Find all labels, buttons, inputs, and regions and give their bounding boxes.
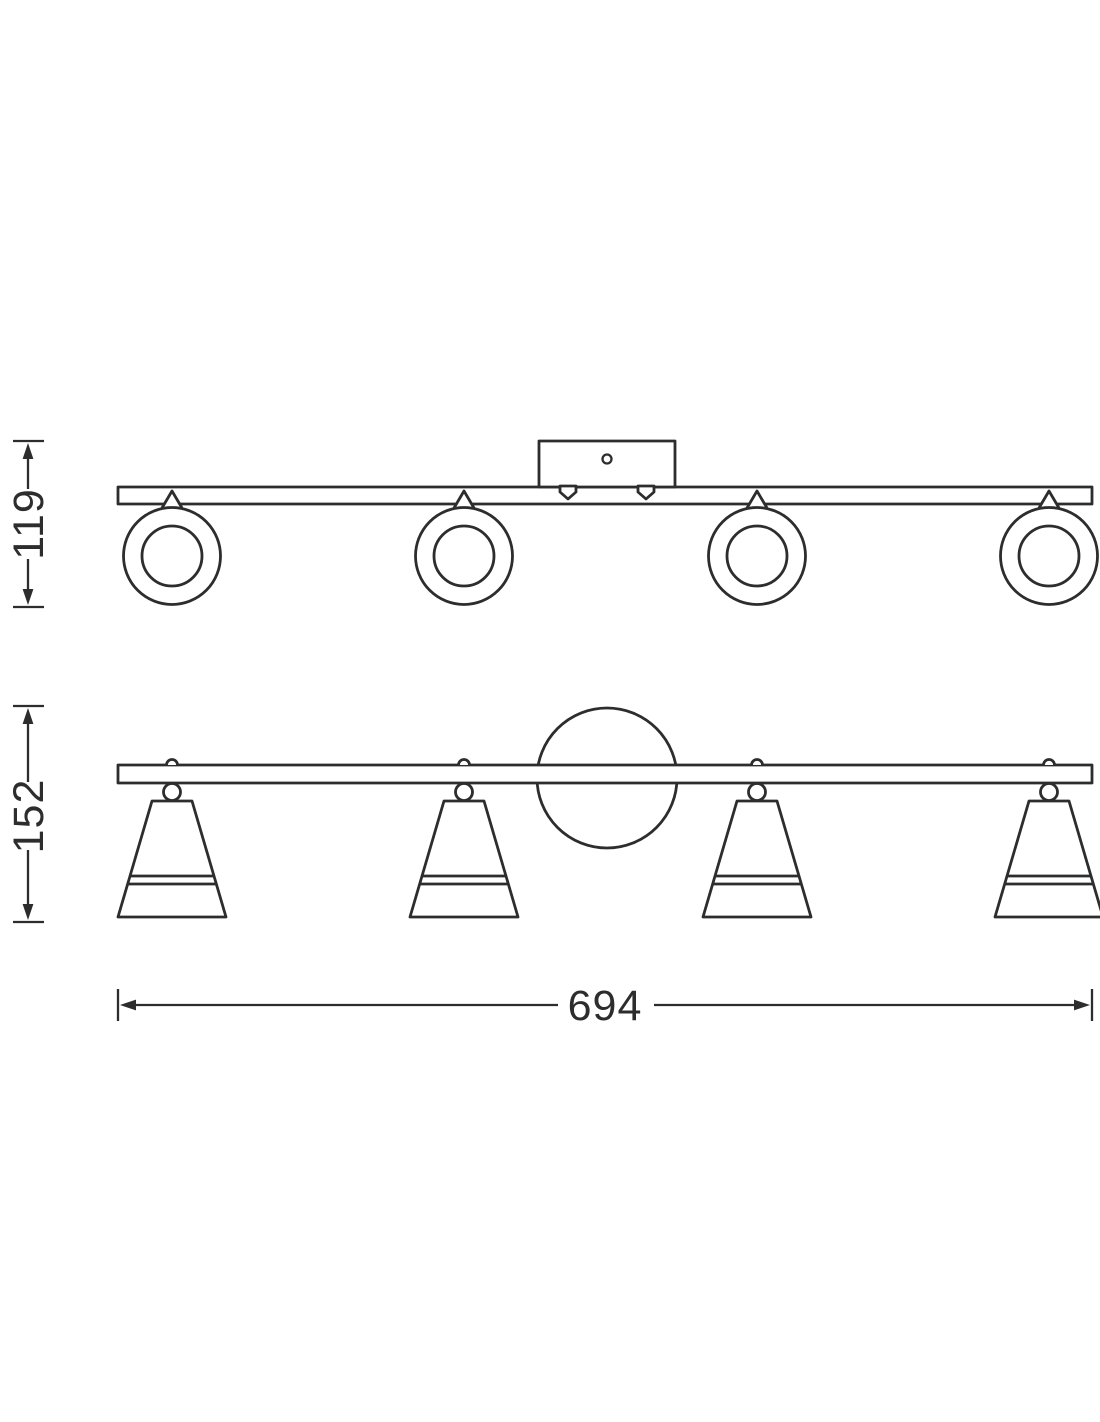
dimension-overall-width: 694 [116,982,1094,1030]
dimension-label-front-height: 152 [5,779,53,854]
mounting-plate [537,439,677,489]
top-view-spot-1 [122,489,222,606]
arrowhead-left-icon [120,999,136,1011]
front-view-bar [116,763,1094,785]
top-view-bar [116,485,1094,506]
top-view [116,439,1099,606]
top-view-spot-3 [707,489,807,606]
screw-hole [601,453,613,465]
dimension-label-top-height: 119 [5,488,53,560]
arrowhead-down-icon [22,589,34,605]
dimension-front-view-height: 152 [5,704,53,924]
arrowhead-right-icon [1074,999,1090,1011]
top-view-spot-4 [999,489,1099,606]
dimension-label-width: 694 [568,982,643,1030]
dimension-top-view-height: 119 [5,439,53,609]
mounting-clip-left [558,484,578,501]
arrowhead-up-icon [22,443,34,459]
top-view-spot-2 [414,489,514,606]
front-view [116,706,1100,919]
mounting-clip-right [636,484,656,501]
